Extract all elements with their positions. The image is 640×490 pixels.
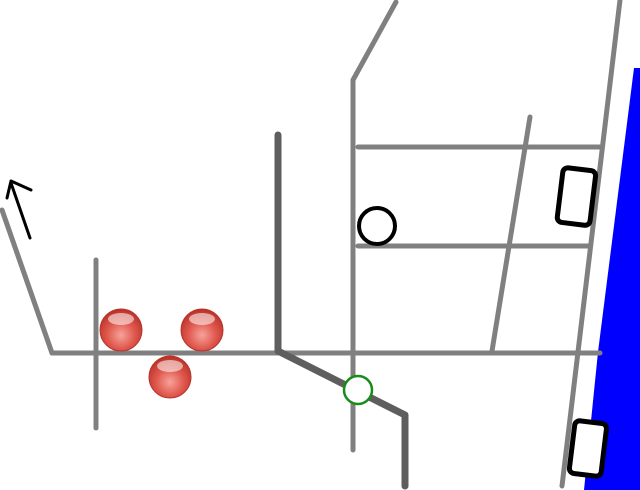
road-east-diagonal [489,114,533,354]
road-central-vertical [350,0,399,453]
main-road [274,131,409,490]
red-ball-icon[interactable] [180,308,224,352]
circle-marker-icon[interactable] [357,206,397,246]
red-ball-icon[interactable] [99,308,143,352]
road-network [0,0,623,489]
car-icon[interactable] [566,418,609,479]
road-coastal [559,0,623,489]
car-icon[interactable] [554,165,599,228]
arrow-up-left-icon[interactable] [5,179,33,240]
red-ball-icon[interactable] [148,355,192,399]
water-body [584,68,640,490]
green-circle-icon[interactable] [342,374,374,406]
road-west-diagonal [0,207,55,356]
